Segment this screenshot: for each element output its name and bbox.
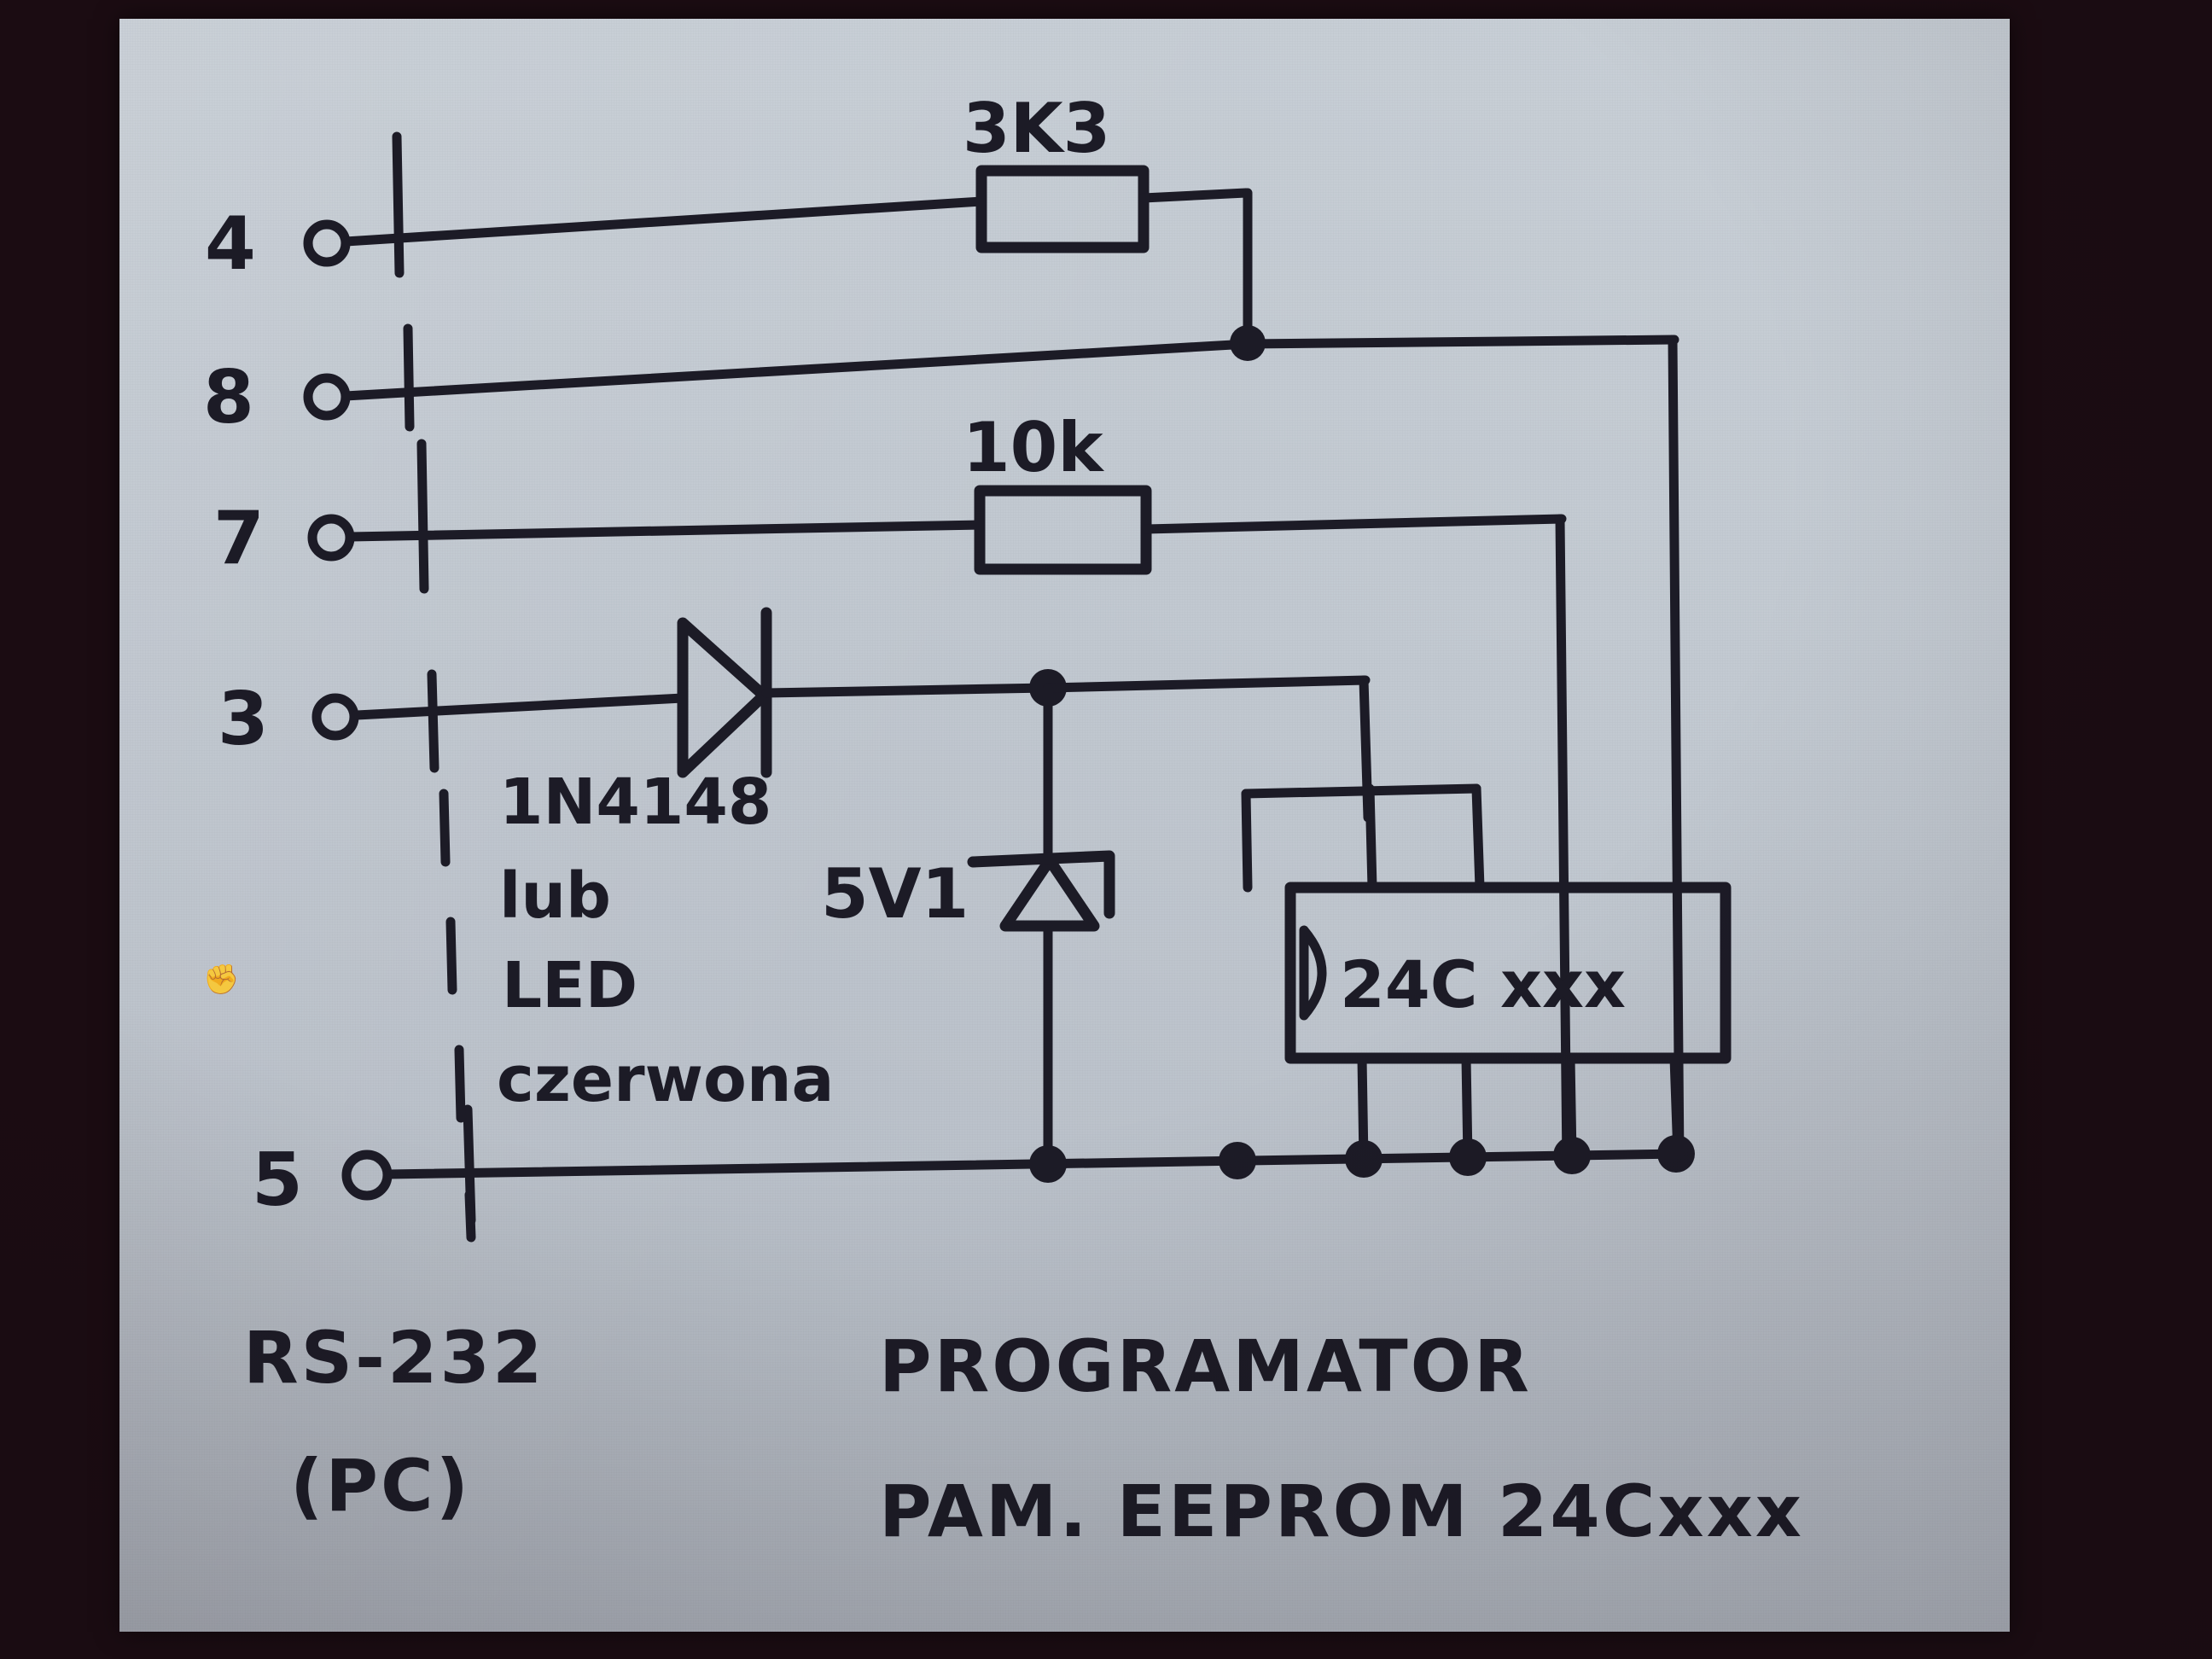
- zener-5v1-label: 5V1: [821, 854, 969, 934]
- connector-bracket: [439, 789, 476, 1243]
- ic-24cxxx-body: [1284, 882, 1732, 1064]
- pin-7-bracket-tick: [416, 439, 429, 594]
- pin-8-group: [303, 323, 1685, 1170]
- bracket-tick-1: [439, 789, 451, 867]
- resistor-3k3-group: [975, 165, 1253, 346]
- connector-caption-line1: RS-232: [243, 1316, 544, 1400]
- pin-3-terminal: [311, 693, 359, 741]
- grab-hand-cursor: ✊: [203, 963, 240, 997]
- zener-cathode-bar: [967, 850, 1115, 919]
- junction-ground-zener: [1029, 1145, 1067, 1183]
- wire-ic-top-rail-left: [1241, 783, 1481, 799]
- wire-pin8-bus: [341, 335, 1679, 401]
- ic-pin1-marker: [1299, 925, 1327, 1021]
- pin-label-8: 8: [203, 355, 254, 440]
- diode-1n4148-triangle: [677, 617, 770, 778]
- connector-caption-line2: (PC): [290, 1444, 471, 1528]
- wire-ic-top-rail-left-drop: [1241, 789, 1253, 893]
- resistor-3k3-body: [975, 165, 1150, 253]
- resistor-10k-label: 10k: [963, 408, 1104, 487]
- wire-ic-sda-drop: [1365, 783, 1377, 893]
- wire-pin4-to-r1: [341, 196, 987, 247]
- diode-alt-lub-label: lub: [499, 859, 611, 933]
- diode-alt-czerwona-label: czerwona: [497, 1043, 834, 1116]
- diode-alt-led-label: LED: [502, 949, 637, 1022]
- resistor-3k3-label: 3K3: [963, 89, 1110, 168]
- wire-r1-right-lead: [1138, 188, 1251, 203]
- wire-pin7-to-r2: [345, 520, 985, 542]
- pin-3-group: [311, 669, 688, 773]
- resistor-10k-body: [974, 485, 1152, 575]
- bracket-tick-3: [454, 1045, 466, 1123]
- wire-node-to-ic-vcc: [1043, 675, 1371, 693]
- zener-5v1-group: [967, 669, 1373, 1170]
- bracket-tick-4: [464, 1190, 476, 1243]
- diode-1n4148-group: [677, 607, 1053, 778]
- paper-grain: [119, 19, 2010, 1632]
- pin-4-group: [303, 131, 987, 278]
- title-caption-line2: PAM. EEPROM 24Cxxx: [879, 1470, 1804, 1553]
- pin-4-terminal: [303, 219, 351, 267]
- pin-7-group: [307, 439, 985, 594]
- pin-8-terminal: [303, 373, 351, 421]
- pin-5-ground-group: [341, 1104, 1695, 1225]
- pin-8-bracket-tick: [403, 323, 415, 432]
- pin-7-terminal: [307, 514, 355, 562]
- wire-r2-right-lead: [1141, 514, 1567, 534]
- title-caption-line1: PROGRAMATOR: [879, 1324, 1532, 1408]
- junction-ground-e: [1657, 1135, 1695, 1173]
- diode-1n4148-label: 1N4148: [499, 765, 771, 839]
- pin-label-3: 3: [218, 677, 269, 762]
- wire-right-bus-vertical: [1668, 335, 1685, 1170]
- junction-ground-c: [1449, 1138, 1487, 1176]
- pin-5-terminal: [341, 1150, 393, 1201]
- junction-pin8-r1: [1230, 325, 1266, 361]
- pin-3-bracket-tick: [427, 669, 439, 773]
- paper-sheet: [119, 19, 2010, 1632]
- junction-ground-d: [1553, 1137, 1591, 1174]
- zener-triangle: [999, 854, 1100, 932]
- wire-d1-to-zener-node: [761, 683, 1053, 698]
- pin-4-bracket-tick: [392, 131, 405, 278]
- pin-label-7: 7: [213, 496, 265, 581]
- pin-label-4: 4: [205, 201, 256, 287]
- junction-ground-b: [1345, 1140, 1382, 1178]
- bracket-tick-2: [445, 917, 457, 995]
- junction-ground-a: [1219, 1142, 1256, 1179]
- pin-label-5: 5: [252, 1138, 303, 1223]
- ic-24cxxx-label: 24C xxx: [1340, 946, 1626, 1022]
- wire-pin3-to-d1: [352, 693, 688, 720]
- wire-ic-scl-drop: [1471, 783, 1485, 893]
